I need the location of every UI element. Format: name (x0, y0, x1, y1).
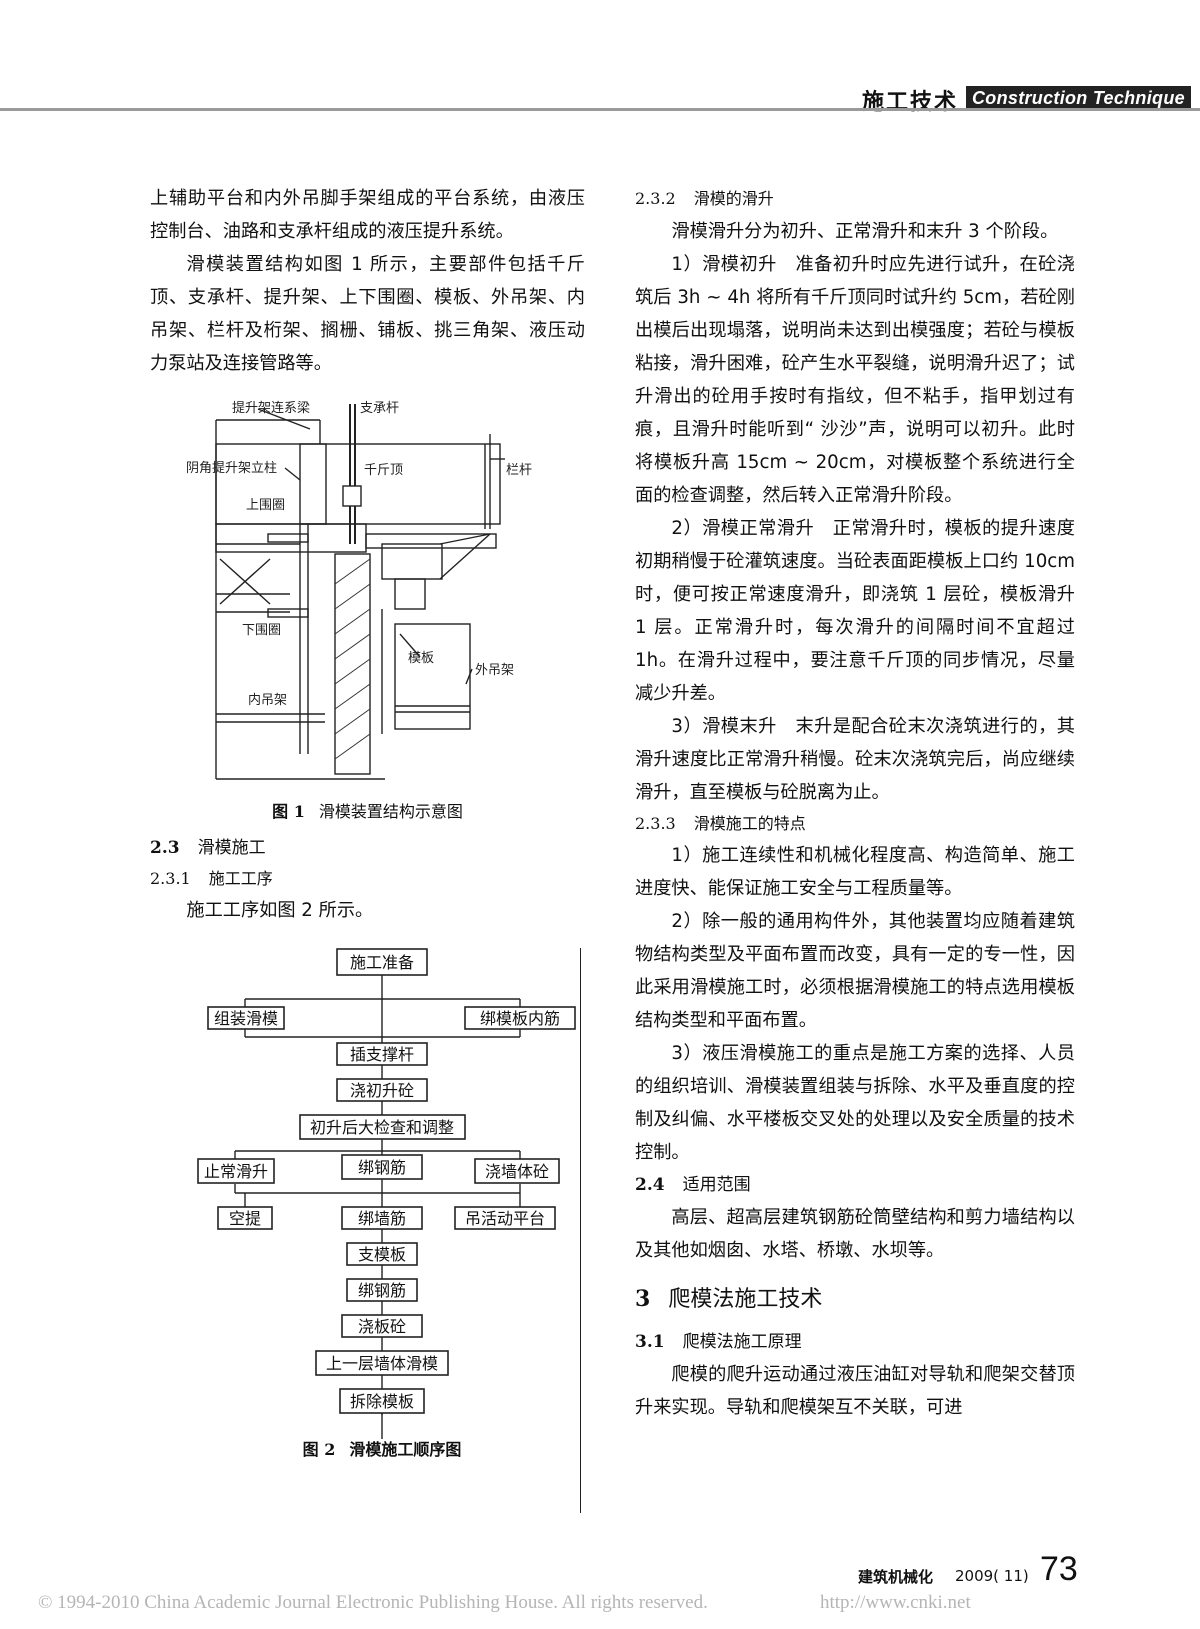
svg-text:空提: 空提 (229, 1209, 261, 1228)
svg-text:绑钢筋: 绑钢筋 (358, 1281, 406, 1300)
flowchart-node: 绑墙筋 (341, 1206, 423, 1230)
flowchart-node: 插支撑杆 (336, 1042, 428, 1066)
column-divider (580, 948, 581, 1513)
flowchart-node: 浇板砼 (341, 1314, 423, 1338)
flowchart-node: 初升后大检查和调整 (299, 1114, 466, 1140)
flowchart-node: 支模板 (346, 1242, 418, 1266)
paragraph: 2）除一般的通用构件外，其他装置均应随着建筑物结构类型及平面布置而改变，具有一定… (635, 911, 1075, 1031)
paragraph: 3）滑模末升 末升是配合砼末次浇筑进行的，其滑升速度比正常滑升稍慢。砼末次浇筑完… (635, 716, 1075, 803)
flowchart-node: 吊活动平台 (454, 1206, 556, 1230)
svg-text:绑钢筋: 绑钢筋 (358, 1158, 406, 1177)
svg-text:上一层墙体滑模: 上一层墙体滑模 (326, 1354, 438, 1373)
svg-text:止常滑升: 止常滑升 (204, 1162, 268, 1181)
svg-text:支模板: 支模板 (358, 1245, 406, 1264)
paragraph: 上辅助平台和内外吊脚手架组成的平台系统，由液压控制台、油路和支承杆组成的液压提升… (150, 188, 585, 242)
svg-text:拆除模板: 拆除模板 (350, 1392, 414, 1411)
journal-name: 建筑机械化 (858, 1568, 934, 1586)
flowchart-node: 组装滑模 (207, 1006, 285, 1030)
flowchart-node: 绑钢筋 (341, 1154, 423, 1180)
url-watermark: http://www.cnki.net (820, 1592, 971, 1613)
fig1-label: 阴角提升架立柱 (186, 460, 277, 476)
svg-text:初升后大检查和调整: 初升后大检查和调整 (310, 1118, 454, 1137)
header-rule (0, 108, 1200, 111)
svg-text:浇初升砼: 浇初升砼 (350, 1081, 414, 1100)
paragraph: 1）施工连续性和机械化程度高、构造简单、施工进度快、能保证施工安全与工程质量等。 (635, 845, 1075, 899)
svg-text:浇板砼: 浇板砼 (358, 1317, 406, 1336)
flowchart-node: 拆除模板 (339, 1388, 425, 1414)
flowchart-node: 绑钢筋 (346, 1278, 418, 1302)
fig1-label: 栏杆 (506, 463, 532, 478)
flowchart-node: 绑模板内筋 (464, 1006, 576, 1030)
figure-1-diagram: 提升架连系梁 支承杆 阴角提升架立柱 千斤顶 栏杆 上围圈 下围圈 模板 外吊架… (186, 400, 532, 780)
fig1-label: 支承杆 (360, 401, 399, 416)
fig1-label: 内吊架 (248, 692, 287, 708)
section-title-en: Construction Technique (966, 86, 1191, 110)
paragraph: 高层、超高层建筑钢筋砼筒壁结构和剪力墙结构以及其他如烟囱、水塔、桥墩、水坝等。 (635, 1207, 1075, 1261)
paragraph: 1）滑模初升 准备初升时应先进行试升，在砼浇筑后 3h ~ 4h 将所有千斤顶同… (635, 254, 1075, 506)
left-column: 上辅助平台和内外吊脚手架组成的平台系统，由液压控制台、油路和支承杆组成的液压提升… (150, 182, 585, 1479)
paragraph: 3）液压滑模施工的重点是施工方案的选择、人员的组织培训、滑模装置组装与拆除、水平… (635, 1043, 1075, 1163)
paragraph: 滑模装置结构如图 1 所示，主要部件包括千斤顶、支承杆、提升架、上下围圈、模板、… (150, 254, 585, 374)
fig1-label: 上围圈 (246, 498, 285, 513)
svg-text:浇墙体砼: 浇墙体砼 (485, 1162, 549, 1181)
svg-text:插支撑杆: 插支撑杆 (350, 1045, 414, 1064)
copyright-watermark: © 1994-2010 China Academic Journal Elect… (38, 1592, 708, 1613)
figure-2-flowchart: 施工准备 组装滑模 绑模板内筋 插支撑杆 浇初升砼 初升后大检查和调整 止常滑升… (197, 948, 576, 1459)
flowchart-node: 止常滑升 (197, 1158, 275, 1184)
svg-text:绑模板内筋: 绑模板内筋 (480, 1009, 560, 1028)
paragraph: 施工工序如图 2 所示。 (186, 900, 374, 921)
fig1-label: 提升架连系梁 (232, 400, 310, 416)
fig1-label: 千斤顶 (364, 463, 403, 478)
svg-text:施工准备: 施工准备 (350, 953, 414, 972)
flowchart-node: 上一层墙体滑模 (315, 1350, 449, 1376)
flowchart-node: 空提 (217, 1206, 273, 1230)
issue-number: 2009( 11) (955, 1567, 1029, 1585)
fig1-label: 下围圈 (242, 623, 281, 638)
flowchart-node: 浇墙体砼 (474, 1158, 560, 1184)
paragraph: 爬模的爬升运动通过液压油缸对导轨和爬架交替顶升来实现。导轨和爬模架互不关联，可进 (635, 1364, 1075, 1418)
flowchart-node: 施工准备 (336, 948, 428, 976)
paragraph: 滑模滑升分为初升、正常滑升和末升 3 个阶段。 (671, 221, 1059, 242)
section-title-zh: 施工技术 (862, 90, 959, 115)
svg-text:绑墙筋: 绑墙筋 (358, 1209, 406, 1228)
paragraph: 2）滑模正常滑升 正常滑升时，模板的提升速度初期稍慢于砼灌筑速度。当砼表面距模板… (635, 518, 1075, 704)
fig1-label: 模板 (408, 651, 434, 666)
flowchart-node: 浇初升砼 (336, 1078, 428, 1102)
page-number: 73 (1040, 1550, 1078, 1588)
fig1-label: 外吊架 (475, 663, 514, 678)
svg-text:吊活动平台: 吊活动平台 (465, 1209, 545, 1228)
svg-text:组装滑模: 组装滑模 (214, 1009, 278, 1028)
